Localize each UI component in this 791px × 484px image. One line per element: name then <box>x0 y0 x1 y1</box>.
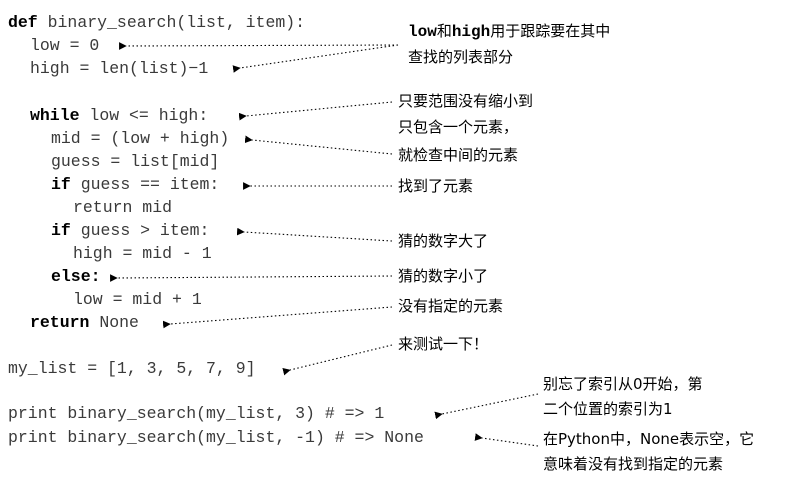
annotation-low-high: low和high用于跟踪要在其中 <box>408 22 611 41</box>
code-text: binary_search(list, item): <box>37 13 306 32</box>
annotation-while-line2: 只包含一个元素， <box>398 118 519 136</box>
code-line-my-list: my_list = [1, 3, 5, 7, 9] <box>8 359 256 378</box>
code-line-guess: guess = list[mid] <box>51 152 220 171</box>
arrow-to-index <box>434 393 539 420</box>
arrow-to-too-low <box>110 274 393 282</box>
arrow-to-while <box>238 101 393 121</box>
annotation-code-high: high <box>451 23 491 41</box>
keyword-def: def <box>8 13 38 32</box>
code-text: low <= high: <box>79 106 209 125</box>
annotation-index-line2: 二个位置的索引为1 <box>543 400 673 418</box>
keyword-if: if <box>51 221 71 240</box>
annotation-found: 找到了元素 <box>398 177 474 195</box>
keyword-while: while <box>30 106 80 125</box>
arrow-to-none <box>474 433 539 447</box>
arrow-to-too-high <box>236 227 393 242</box>
keyword-else: else: <box>51 267 101 286</box>
annotation-not-found: 没有指定的元素 <box>398 297 504 315</box>
annotation-code-low: low <box>408 23 437 41</box>
code-text: None <box>89 313 139 332</box>
code-line-else: else: <box>51 267 101 286</box>
arrow-to-test <box>282 344 393 376</box>
arrow-to-high <box>232 44 399 73</box>
keyword-if: if <box>51 175 71 194</box>
annotation-while-line1: 只要范围没有缩小到 <box>398 92 534 110</box>
code-line-if-greater: if guess > item: <box>51 221 210 240</box>
annotation-too-high: 猜的数字大了 <box>398 232 489 250</box>
code-text: guess == item: <box>70 175 220 194</box>
code-line-low: low = 0 <box>30 36 100 55</box>
arrow-to-mid <box>244 135 393 155</box>
annotation-text: 和 <box>436 22 452 40</box>
annotation-text: 用于跟踪要在其中 <box>490 22 611 40</box>
code-line-print-missing: print binary_search(my_list, -1) # => No… <box>8 428 424 447</box>
code-line-mid: mid = (low + high) <box>51 129 230 148</box>
code-line-def: def binary_search(list, item): <box>8 13 306 32</box>
annotation-check-middle: 就检查中间的元素 <box>398 146 519 164</box>
annotation-index-line1: 别忘了索引从0开始，第 <box>543 375 703 393</box>
keyword-return: return <box>30 313 90 332</box>
annotation-low-high-line2: 查找的列表部分 <box>408 48 514 66</box>
code-line-return-none: return None <box>30 313 139 332</box>
annotation-test: 来测试一下！ <box>398 335 489 353</box>
code-line-print-found: print binary_search(my_list, 3) # => 1 <box>8 404 385 423</box>
code-line-high-update: high = mid - 1 <box>73 244 212 263</box>
annotation-too-low: 猜的数字小了 <box>398 267 489 285</box>
annotation-none-line2: 意味着没有找到指定的元素 <box>543 455 724 473</box>
code-line-return-mid: return mid <box>73 198 173 217</box>
arrow-to-not-found <box>162 306 393 329</box>
code-line-low-update: low = mid + 1 <box>73 290 202 309</box>
code-text: guess > item: <box>70 221 210 240</box>
code-line-if-equal: if guess == item: <box>51 175 220 194</box>
code-line-high: high = len(list)−1 <box>30 59 209 78</box>
annotation-none-line1: 在Python中，None表示空，它 <box>543 430 755 448</box>
code-line-while: while low <= high: <box>30 106 209 125</box>
arrow-to-low <box>119 42 399 50</box>
